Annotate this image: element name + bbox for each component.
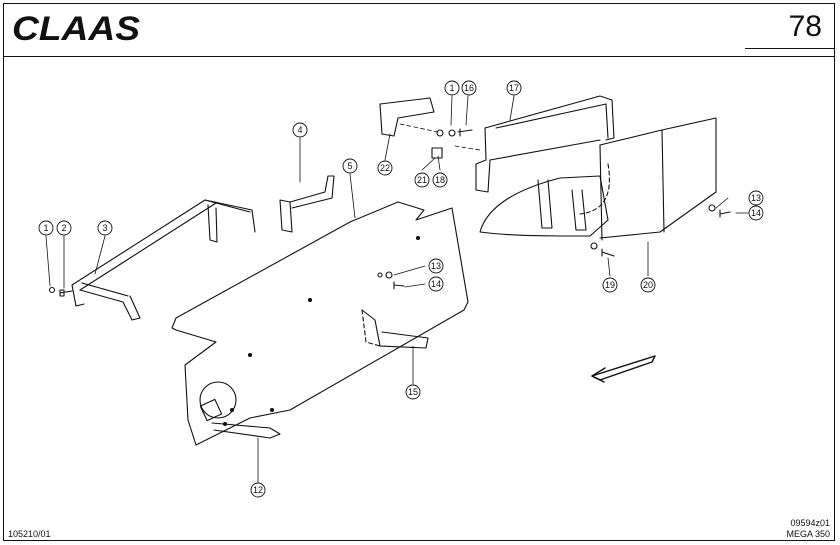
header-divider bbox=[3, 56, 835, 57]
model-name: MEGA 350 bbox=[786, 529, 830, 539]
callout-label: 4 bbox=[297, 125, 302, 135]
part-12-bracket bbox=[211, 422, 281, 439]
callout-bubble bbox=[97, 220, 113, 236]
callout-bubble bbox=[444, 80, 460, 96]
part-20-shield bbox=[479, 117, 717, 241]
callout-label: 12 bbox=[253, 485, 263, 495]
callout-label: 2 bbox=[61, 223, 66, 233]
callout-bubble bbox=[38, 220, 54, 236]
callout-label: 14 bbox=[751, 208, 761, 218]
callout-bubble bbox=[748, 190, 764, 206]
callout-label: 22 bbox=[380, 163, 390, 173]
part-5-panel bbox=[171, 201, 469, 446]
part-3-bracket bbox=[71, 199, 256, 321]
callout-label: 3 bbox=[102, 223, 107, 233]
callout-bubbles bbox=[38, 80, 764, 498]
callout-label: 5 bbox=[347, 161, 352, 171]
page-number-underline bbox=[745, 48, 835, 49]
callout-bubble bbox=[405, 384, 421, 400]
callout-bubble bbox=[428, 258, 444, 274]
callout-label: 21 bbox=[417, 175, 427, 185]
callout-label: 19 bbox=[605, 280, 615, 290]
callout-bubble bbox=[414, 172, 430, 188]
direction-arrow bbox=[591, 355, 656, 383]
callout-bubble bbox=[428, 276, 444, 292]
part-17-shield bbox=[475, 95, 615, 193]
callout-label: 16 bbox=[464, 83, 474, 93]
callout-label: 1 bbox=[449, 83, 454, 93]
callout-bubble bbox=[461, 80, 477, 96]
callout-bubble bbox=[342, 158, 358, 174]
part-22-bracket bbox=[379, 97, 435, 137]
callout-label: 18 bbox=[435, 175, 445, 185]
callout-label: 17 bbox=[509, 83, 519, 93]
fasteners bbox=[48, 128, 731, 297]
part-4-bracket bbox=[279, 175, 335, 233]
callout-bubble bbox=[602, 277, 618, 293]
page-number: 78 bbox=[788, 10, 822, 43]
callout-label: 13 bbox=[751, 193, 761, 203]
callout-label: 15 bbox=[408, 387, 418, 397]
part-15-bracket bbox=[361, 309, 429, 349]
figure-code: 09594z01 bbox=[790, 518, 830, 528]
callout-bubble bbox=[292, 122, 308, 138]
callout-bubble bbox=[432, 172, 448, 188]
claas-logo: CLAAS bbox=[12, 10, 140, 46]
page-frame bbox=[3, 3, 835, 541]
leader-lines bbox=[45, 95, 749, 483]
callout-labels: 1 2 3 4 5 1 16 17 22 21 18 13 14 13 14 1… bbox=[43, 83, 761, 495]
callout-bubble bbox=[640, 277, 656, 293]
callout-label: 1 bbox=[43, 223, 48, 233]
callout-label: 14 bbox=[431, 279, 441, 289]
callout-bubble bbox=[56, 220, 72, 236]
callout-bubble bbox=[506, 80, 522, 96]
reference-code: 105210/01 bbox=[8, 529, 51, 539]
callout-label: 20 bbox=[643, 280, 653, 290]
callout-bubble bbox=[748, 205, 764, 221]
callout-bubble bbox=[377, 160, 393, 176]
brand-wordmark: CLAAS bbox=[12, 10, 140, 46]
callout-label: 13 bbox=[431, 261, 441, 271]
callout-bubble bbox=[250, 482, 266, 498]
